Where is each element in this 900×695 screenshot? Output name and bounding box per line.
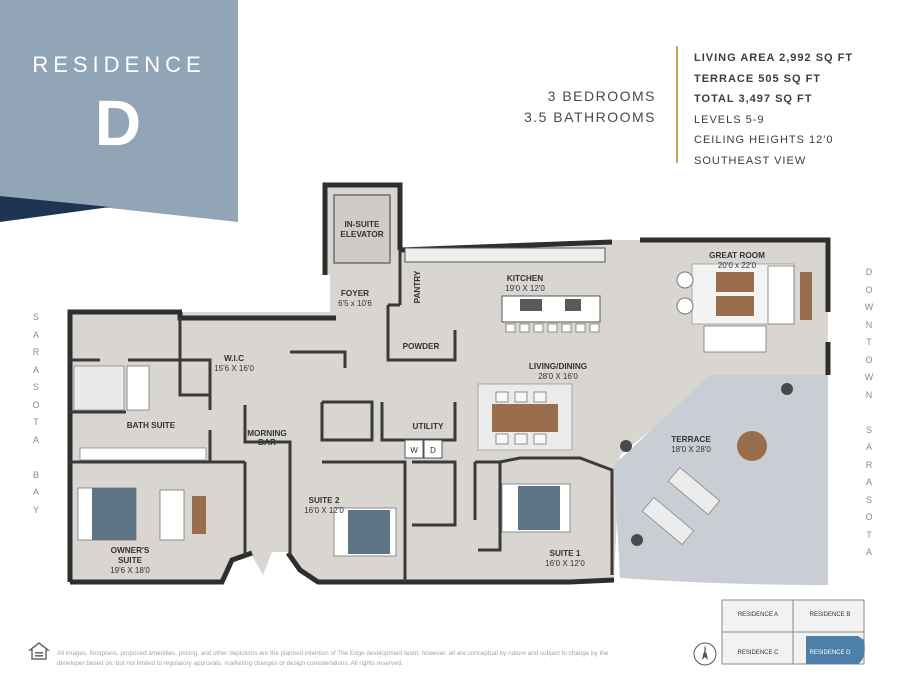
keyplan-d-label: RESIDENCE D bbox=[809, 650, 851, 656]
kitchen-label: KITCHEN bbox=[507, 274, 543, 283]
bed-bath-summary: 3 BEDROOMS 3.5 BATHROOMS bbox=[524, 86, 656, 128]
kitchen-island bbox=[501, 295, 601, 323]
owners-suite-label: OWNER'S bbox=[111, 546, 150, 555]
keyplan-c-label: RESIDENCE C bbox=[737, 650, 779, 656]
keyplan-residence-d bbox=[806, 636, 865, 664]
pantry-label: PANTRY bbox=[413, 270, 422, 303]
ceiling-heights: CEILING HEIGHTS 12'0 bbox=[694, 134, 834, 147]
elevator-cab bbox=[333, 194, 391, 264]
terrace-label: TERRACE bbox=[671, 435, 711, 444]
levels: LEVELS 5-9 bbox=[694, 113, 765, 126]
living-dining-dims: 28'0 X 16'0 bbox=[538, 372, 578, 381]
plan-label: N bbox=[703, 649, 707, 655]
suite1-label: SUITE 1 bbox=[550, 549, 581, 558]
elevator-label: IN-SUITE bbox=[344, 220, 380, 229]
morning-bar-label-2: BAR bbox=[258, 438, 276, 447]
living-area: LIVING AREA 2,992 SQ FT bbox=[694, 52, 854, 64]
suite2-dims: 16'0 X 12'0 bbox=[304, 506, 344, 515]
owners-suite-dims: 19'6 X 18'0 bbox=[110, 566, 150, 575]
elevator-label-2: ELEVATOR bbox=[340, 230, 383, 239]
area-stats: LIVING AREA 2,992 SQ FT TERRACE 505 SQ F… bbox=[694, 48, 853, 172]
keyplan-b-label: RESIDENCE B bbox=[810, 612, 851, 618]
foyer-dims: 6'5 x 10'6 bbox=[338, 299, 372, 308]
residence-letter: D bbox=[94, 87, 144, 159]
wic-label: W.I.C bbox=[224, 354, 244, 363]
bathtub bbox=[126, 365, 150, 411]
terrace-dims: 18'0 X 28'0 bbox=[671, 445, 711, 454]
suite2-label: SUITE 2 bbox=[309, 496, 340, 505]
dining-table bbox=[492, 404, 558, 432]
residence-banner bbox=[0, 0, 238, 222]
dryer-label: D bbox=[430, 446, 436, 455]
powder-label: POWDER bbox=[403, 342, 440, 351]
disclaimer-text: All images, floorplans, proposed ameniti… bbox=[57, 650, 609, 667]
utility-label: UTILITY bbox=[413, 422, 444, 431]
bathrooms-count: 3.5 BATHROOMS bbox=[523, 109, 656, 125]
shower bbox=[73, 365, 125, 411]
bedrooms-count: 3 BEDROOMS bbox=[547, 88, 656, 104]
living-dining-label: LIVING/DINING bbox=[529, 362, 587, 371]
foyer-label: FOYER bbox=[341, 289, 369, 298]
owners-suite-label-2: SUITE bbox=[118, 556, 143, 565]
view-orientation: SOUTHEAST VIEW bbox=[694, 154, 807, 167]
great-room-dims: 20'0 x 22'0 bbox=[718, 261, 757, 270]
interior-floor bbox=[70, 185, 828, 582]
gold-divider bbox=[676, 46, 678, 163]
total-area: TOTAL 3,497 SQ FT bbox=[694, 93, 813, 106]
great-room-label: GREAT ROOM bbox=[709, 251, 765, 260]
key-plan: RESIDENCE A RESIDENCE B RESIDENCE C RESI… bbox=[721, 599, 865, 665]
keyplan-a-label: RESIDENCE A bbox=[738, 612, 778, 618]
north-compass-icon: N bbox=[693, 642, 717, 666]
morning-bar-label: MORNING bbox=[247, 429, 287, 438]
kitchen-back-counter bbox=[404, 247, 606, 263]
suite1-dims: 16'0 X 12'0 bbox=[545, 559, 585, 568]
equal-housing-icon bbox=[28, 642, 50, 660]
residence-title: RESIDENCE bbox=[32, 52, 206, 77]
terrace-area: TERRACE 505 SQ FT bbox=[694, 72, 822, 85]
bath-suite-label: BATH SUITE bbox=[127, 421, 176, 430]
washer-label: W bbox=[410, 446, 418, 455]
wic-dims: 15'6 X 16'0 bbox=[214, 364, 254, 373]
kitchen-dims: 19'0 X 12'0 bbox=[505, 284, 545, 293]
